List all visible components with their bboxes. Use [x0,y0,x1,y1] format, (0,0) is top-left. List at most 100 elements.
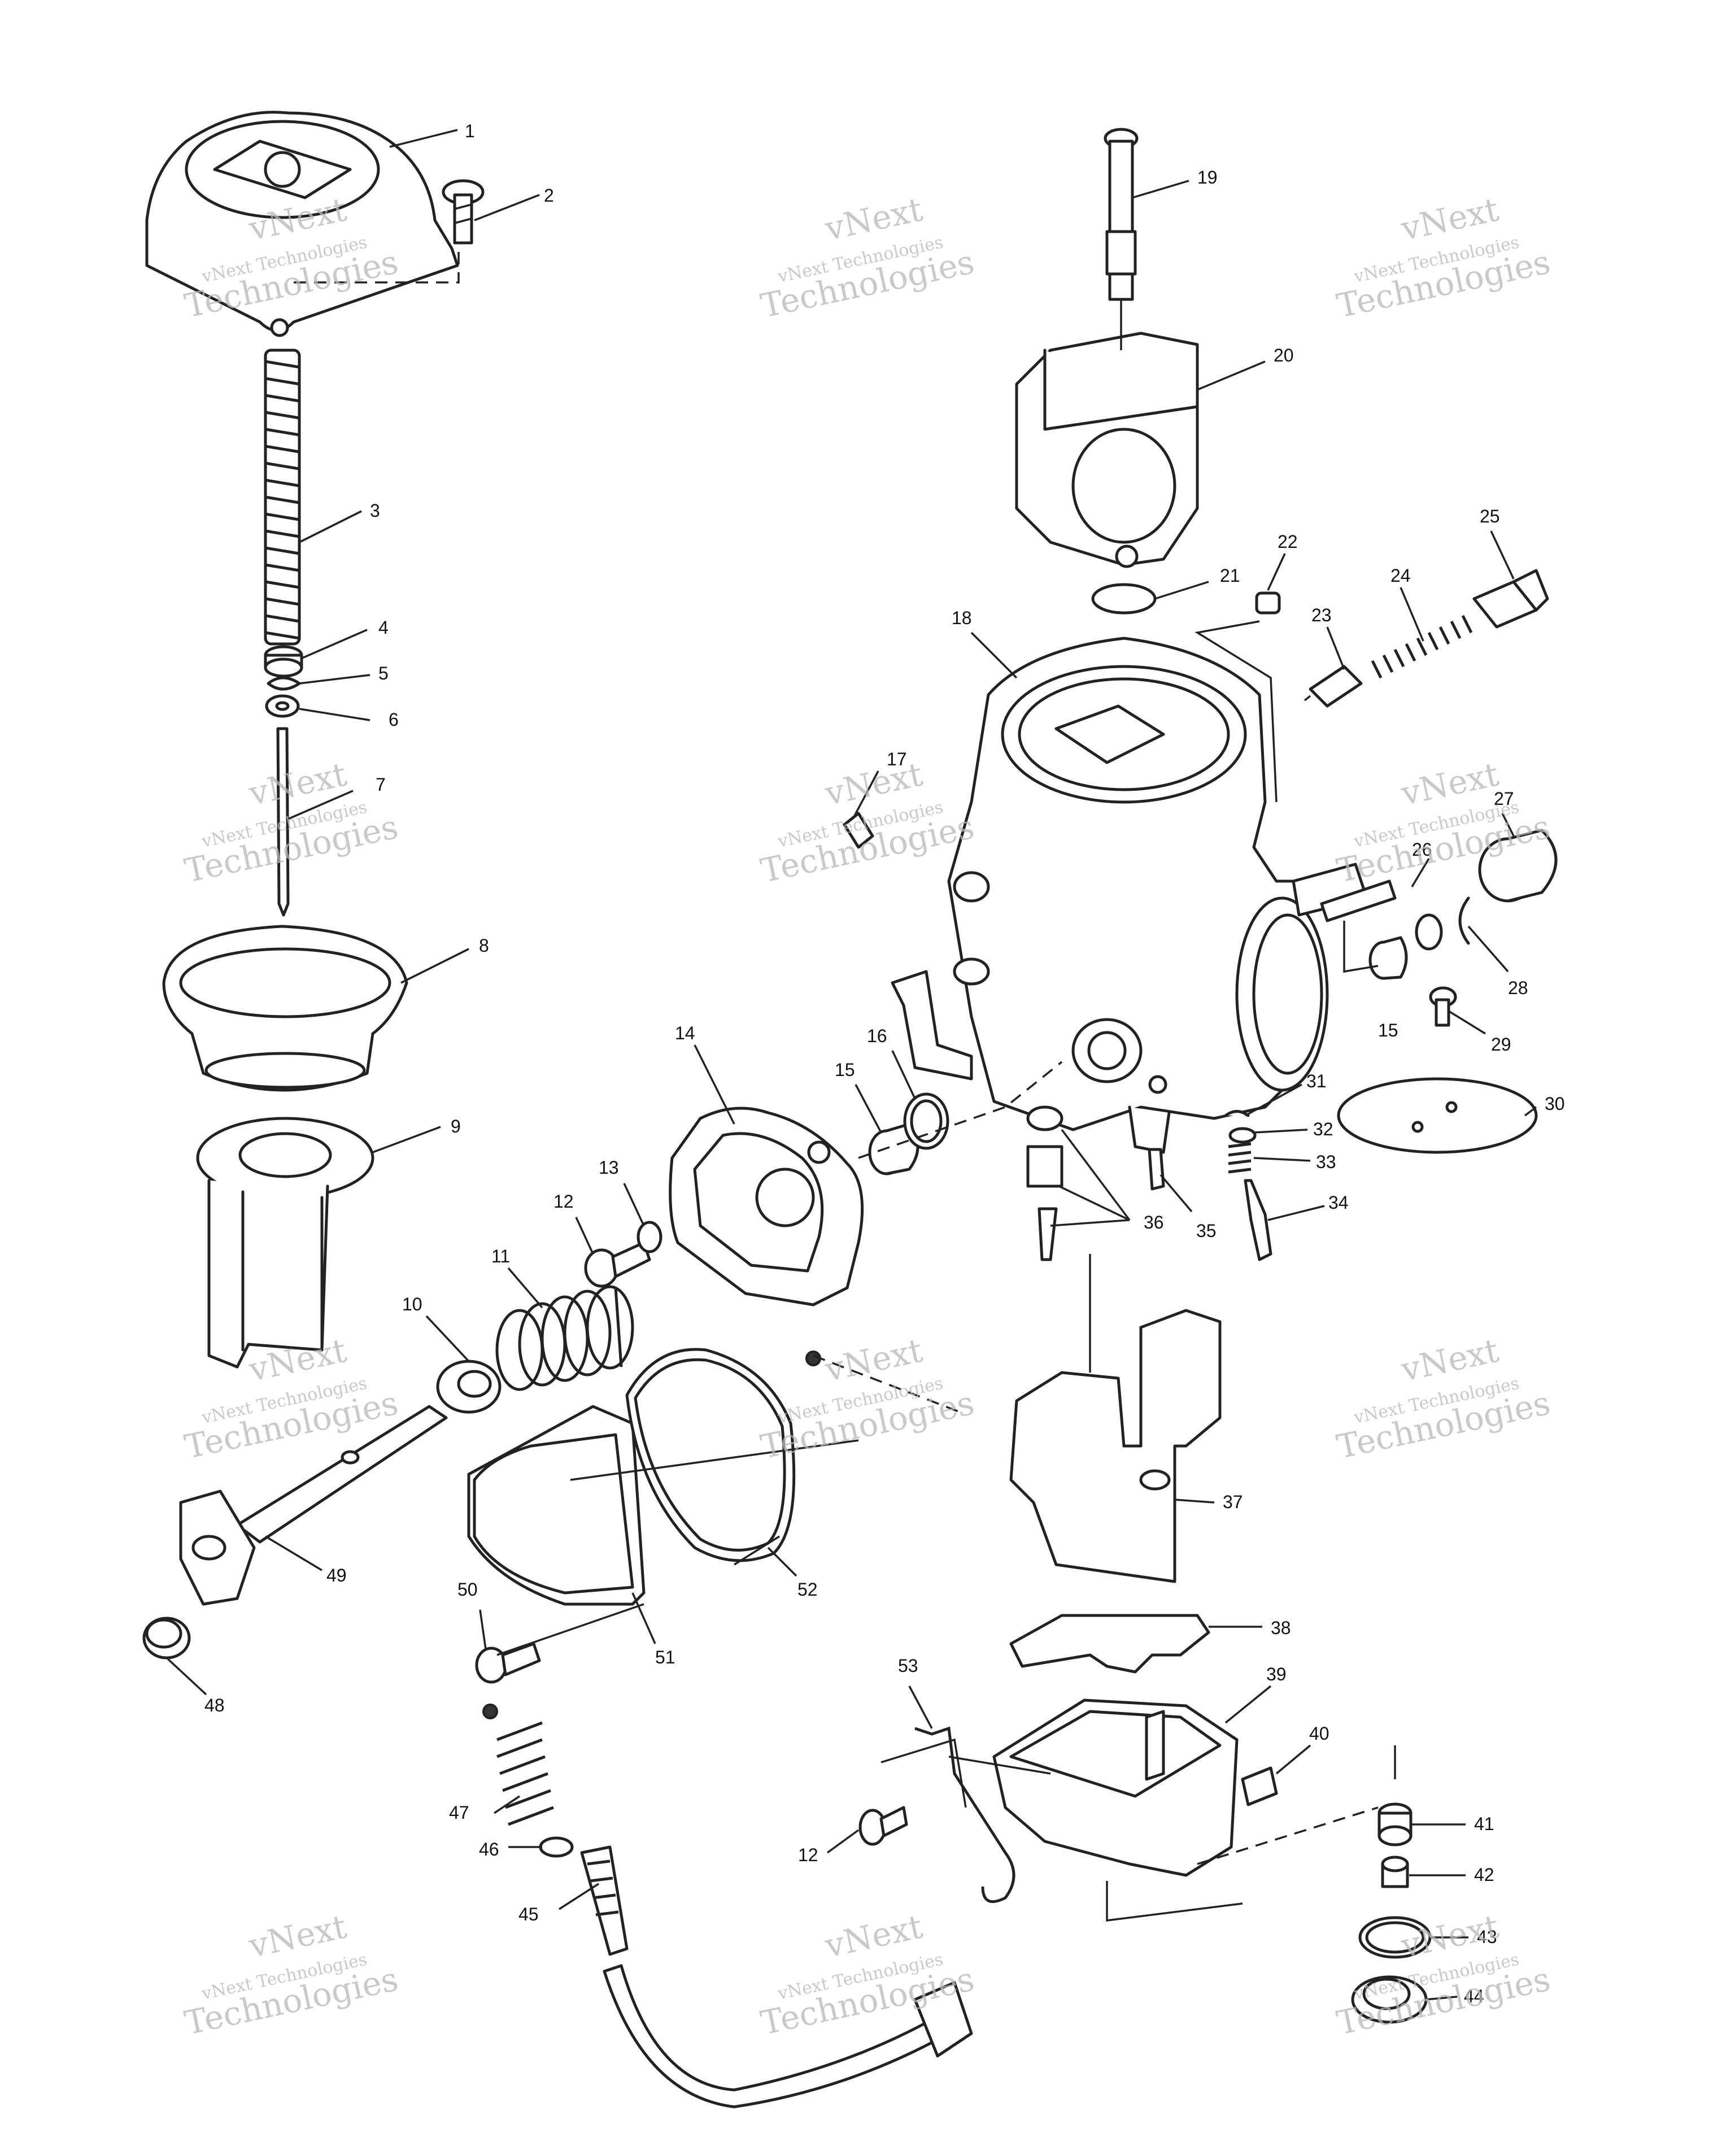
part-44-drain-plug [1351,1975,1428,2024]
callout-32: 32 [1313,1119,1333,1139]
part-13-washer [637,1221,662,1253]
watermark-top-center: vNext vNext Technologies Technologies [757,190,978,325]
part-4-retainer [264,645,303,678]
callout-10: 10 [402,1294,422,1314]
part-28-clip [1458,896,1470,945]
part-22-cap [1255,591,1281,615]
callout-29: 29 [1491,1034,1511,1055]
watermark-mid-left: vNext vNext Technologies Technologies [181,755,402,890]
part-29-screw [1429,986,1457,1027]
callout-15: 15 [835,1060,855,1080]
part-35-jet [1148,1148,1165,1191]
callout-28: 28 [1508,978,1528,998]
callout-11: 11 [491,1246,510,1266]
part-42-jet [1381,1856,1409,1888]
callout-42: 42 [1474,1865,1494,1885]
callout-22: 22 [1278,532,1298,552]
callout-5: 5 [378,663,389,683]
part-48-plug [142,1617,191,1660]
part-19-shaft [1104,128,1139,301]
watermark-bottom-left: vNext vNext Technologies Technologies [181,1907,402,2042]
callout-45: 45 [518,1904,539,1924]
callout-15-repeat: 15 [1378,1020,1398,1040]
callout-9: 9 [451,1116,461,1136]
callout-25: 25 [1480,506,1500,526]
part-16-oring [903,1092,949,1150]
callout-39: 39 [1266,1664,1287,1684]
callout-49: 49 [326,1565,347,1586]
callout-37: 37 [1223,1492,1243,1512]
callout-13: 13 [599,1157,619,1178]
callout-52: 52 [797,1579,818,1600]
callout-16: 16 [867,1026,887,1046]
callout-19: 19 [1197,167,1218,188]
callout-33: 33 [1316,1152,1336,1172]
part-8-diaphragm [162,925,408,1092]
callout-35: 35 [1196,1221,1217,1241]
callout-43: 43 [1477,1927,1497,1947]
callout-labels: 1 2 3 4 5 6 7 8 9 10 11 12 13 14 15 16 1… [204,121,1565,2006]
callout-34: 34 [1328,1192,1349,1213]
callout-8: 8 [479,935,489,956]
callout-53: 53 [898,1656,918,1676]
callout-47: 47 [449,1802,469,1823]
part-47-spring [482,1704,554,1826]
part-9-slide [196,1117,374,1369]
callout-48: 48 [204,1695,225,1715]
part-50-screw [475,1642,541,1684]
part-26b-ring [1415,913,1443,951]
part-18-carb-body [891,637,1368,1154]
part-12-screw [584,1241,651,1288]
callout-50: 50 [457,1579,478,1600]
part-53-clip [914,1726,1015,1904]
part-30-plate [1337,1077,1538,1154]
part-49-choke-shaft [179,1405,448,1606]
callout-38: 38 [1271,1618,1291,1638]
alignment-lines [294,243,1396,1922]
callout-23: 23 [1311,605,1332,625]
part-40-drain-screw [1241,1766,1278,1806]
part-3-spring [264,349,301,646]
callout-30: 30 [1545,1094,1565,1114]
part-12b-screw [858,1806,908,1846]
part-27-cap [1478,829,1558,903]
callout-18: 18 [952,608,972,628]
part-1-top-cap [145,111,459,337]
part-46-washer [539,1836,574,1858]
callout-41: 41 [1474,1814,1494,1834]
part-11-spring [495,1285,634,1391]
callout-26: 26 [1412,839,1432,860]
part-31-32-33-34-screw-set [1224,1110,1272,1261]
part-25-nut [1472,569,1549,629]
part-2-screw [442,179,485,245]
part-37-float [1009,1309,1222,1583]
callout-7: 7 [376,774,386,795]
callout-31: 31 [1306,1071,1327,1091]
callout-leaders [165,129,1537,2001]
callout-14: 14 [675,1023,695,1043]
callout-40: 40 [1309,1723,1329,1744]
part-52-gasket [625,1348,796,1562]
callout-36: 36 [1144,1212,1164,1232]
part-5-clip [267,676,301,691]
callout-12: 12 [553,1191,574,1212]
part-21-oring [1091,583,1157,615]
part-26-shaft [1320,879,1397,922]
part-10-seal [436,1360,502,1414]
callout-44: 44 [1464,1986,1484,2006]
callout-12-repeat: 12 [798,1845,818,1865]
callout-27: 27 [1494,789,1514,809]
watermark-mid-center: vNext vNext Technologies Technologies [757,755,978,890]
part-7-needle [276,727,290,917]
part-51-chamber-cover [467,1405,646,1606]
callout-2: 2 [544,185,554,206]
part-36-needle-valve [1026,1105,1063,1261]
part-45-cable [580,1845,973,2109]
watermark-low-center: vNext vNext Technologies Technologies [757,1331,978,1466]
part-15b-bushing [1368,936,1408,980]
part-14-cover-housing [669,1107,864,1366]
callout-24: 24 [1390,565,1411,586]
part-24-spring [1371,615,1473,679]
callout-6: 6 [389,709,399,730]
